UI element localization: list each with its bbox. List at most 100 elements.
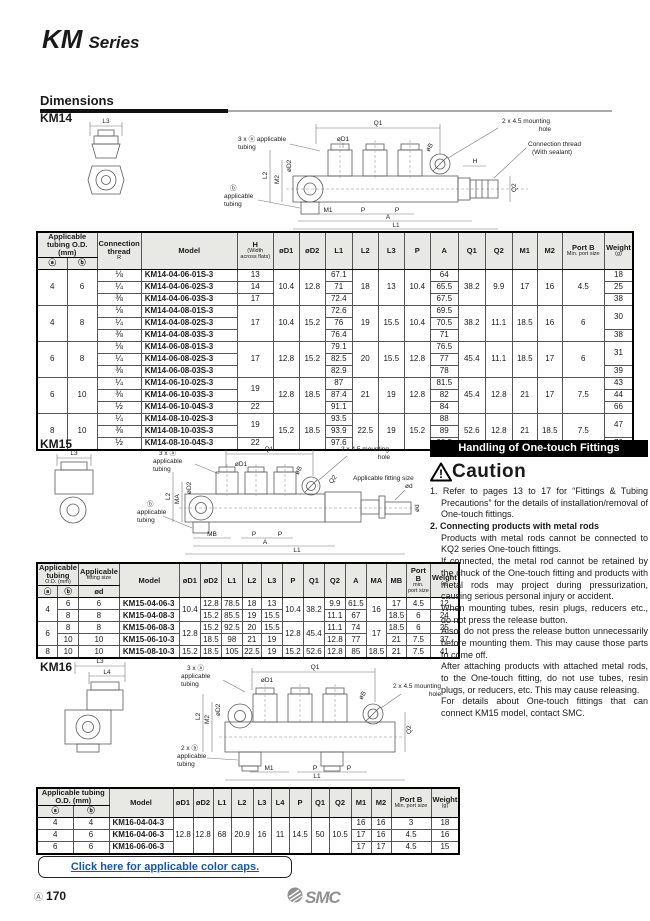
table-cell: 67.1 bbox=[324, 268, 353, 282]
table-cell: 4 bbox=[72, 816, 110, 830]
svg-text:P: P bbox=[361, 207, 365, 214]
table-header-cell: Model bbox=[140, 231, 238, 270]
table-header-cell: øD2 bbox=[192, 787, 214, 818]
color-caps-link-button[interactable]: Click here for applicable color caps. bbox=[38, 856, 292, 878]
table-cell: 38 bbox=[603, 292, 634, 306]
table-cell: 11.1 bbox=[484, 304, 513, 342]
km16-diagram: L3 L4 3 x ⓐ applicable tubing øD1 Q1 bbox=[35, 656, 455, 784]
svg-text:3 x ⓐ applicable: 3 x ⓐ applicable bbox=[238, 135, 286, 143]
table-cell: 18 bbox=[241, 597, 262, 611]
svg-text:L4: L4 bbox=[103, 669, 111, 676]
table-cell: 6 bbox=[405, 621, 431, 635]
table-cell: 78 bbox=[429, 364, 459, 378]
svg-text:A: A bbox=[386, 214, 391, 221]
svg-text:P: P bbox=[395, 207, 399, 214]
svg-text:2 x 4.5 mounting: 2 x 4.5 mounting bbox=[393, 683, 441, 690]
svg-text:3 x ⓐ: 3 x ⓐ bbox=[187, 664, 204, 672]
svg-text:M2: M2 bbox=[204, 715, 211, 724]
svg-text:P: P bbox=[278, 531, 282, 538]
caution-body: 1. Refer to pages 13 to 17 for “Fittings… bbox=[430, 486, 648, 720]
svg-text:applicable: applicable bbox=[137, 509, 167, 516]
table-cell: 18.5 bbox=[199, 633, 222, 647]
svg-text:3 x ⓐ: 3 x ⓐ bbox=[159, 449, 176, 457]
km16-side-view: L3 L4 bbox=[64, 658, 126, 753]
table-cell: 14 bbox=[236, 280, 274, 294]
table-cell: ⅜ bbox=[96, 328, 142, 342]
table-cell: 17 bbox=[350, 828, 372, 842]
table-cell: 10.4 bbox=[403, 304, 431, 342]
table-cell: 15.5 bbox=[260, 609, 283, 623]
table-header-cell: Model bbox=[108, 787, 174, 818]
table-header-cell: ⓐ bbox=[36, 804, 74, 818]
table-cell: 16 bbox=[370, 816, 392, 830]
table-cell: 61.5 bbox=[344, 597, 367, 611]
table-header-cell: Q1 bbox=[457, 231, 486, 270]
table-cell: 45.4 bbox=[457, 340, 486, 378]
table-cell: 4 bbox=[36, 816, 74, 830]
table-header-cell: M2 bbox=[370, 787, 392, 818]
table-cell: 16 bbox=[536, 268, 563, 306]
table-cell: 19 bbox=[236, 412, 274, 438]
table-cell: 25 bbox=[603, 280, 634, 294]
svg-text:!: ! bbox=[439, 467, 443, 481]
table-cell: KM14-06-08-02S-3 bbox=[140, 352, 238, 366]
table-cell: 17 bbox=[365, 621, 387, 647]
table-cell: 15 bbox=[430, 840, 460, 855]
caution-paragraph: When mounting tubes, resin plugs, reduce… bbox=[441, 602, 648, 625]
table-cell: 17 bbox=[350, 840, 372, 855]
table-cell: 45.4 bbox=[302, 621, 325, 647]
table-cell: ¼ bbox=[96, 412, 142, 426]
table-cell: 18.5 bbox=[385, 609, 407, 623]
rule-accent bbox=[40, 109, 228, 113]
table-cell: KM14-04-08-02S-3 bbox=[140, 316, 238, 330]
table-cell: 6 bbox=[36, 376, 68, 414]
table-cell: 12.8 bbox=[403, 340, 431, 378]
table-cell: 8 bbox=[36, 412, 68, 451]
table-cell: 10 bbox=[66, 412, 98, 451]
svg-text:L1: L1 bbox=[392, 222, 400, 229]
svg-text:Q2: Q2 bbox=[406, 725, 413, 734]
table-cell: 6 bbox=[405, 609, 431, 623]
table-cell: KM14-08-10-03S-3 bbox=[140, 424, 238, 438]
km14-heading: KM14 bbox=[40, 111, 73, 125]
table-cell: KM14-06-10-02S-3 bbox=[140, 376, 238, 390]
table-cell: 20.9 bbox=[230, 816, 254, 855]
svg-text:tubing: tubing bbox=[224, 201, 242, 208]
dimensions-heading: Dimensions bbox=[40, 92, 612, 113]
table-header-cell: ⓑ bbox=[57, 585, 79, 599]
table-cell: 6 bbox=[36, 621, 59, 647]
table-cell: 13 bbox=[236, 268, 274, 282]
table-cell: 12.8 bbox=[281, 621, 304, 647]
svg-text:ød: ød bbox=[414, 504, 421, 512]
svg-text:øD1: øD1 bbox=[235, 461, 248, 468]
caution-panel: Handling of One-touch Fittings ! Caution… bbox=[430, 440, 648, 720]
table-cell: 4 bbox=[36, 828, 74, 842]
caution-paragraph: If connected, the metal rod cannot be re… bbox=[441, 556, 648, 602]
table-cell: 8 bbox=[57, 609, 79, 623]
table-cell: 41 bbox=[429, 645, 460, 659]
table-cell: 15.5 bbox=[377, 340, 405, 378]
table-cell: 19 bbox=[377, 376, 405, 414]
table-cell: 7.5 bbox=[561, 376, 605, 414]
table-header-cell: Q1 bbox=[302, 562, 325, 599]
km16-main-view: 3 x ⓐ applicable tubing øD1 Q1 øB bbox=[177, 664, 442, 781]
table-cell: 88 bbox=[429, 412, 459, 426]
table-header-cell: øD2 bbox=[298, 231, 326, 270]
table-cell: ⅜ bbox=[96, 292, 142, 306]
svg-text:ⓑ: ⓑ bbox=[147, 500, 154, 508]
smc-logo-text: SMC bbox=[305, 887, 341, 907]
table-cell: 6 bbox=[561, 304, 605, 342]
svg-text:tubing: tubing bbox=[153, 466, 171, 473]
table-header-cell: øD1 bbox=[172, 787, 194, 818]
table-cell: 16 bbox=[350, 816, 372, 830]
table-cell: 8 bbox=[66, 304, 98, 342]
table-cell: 12.8 bbox=[199, 597, 222, 611]
